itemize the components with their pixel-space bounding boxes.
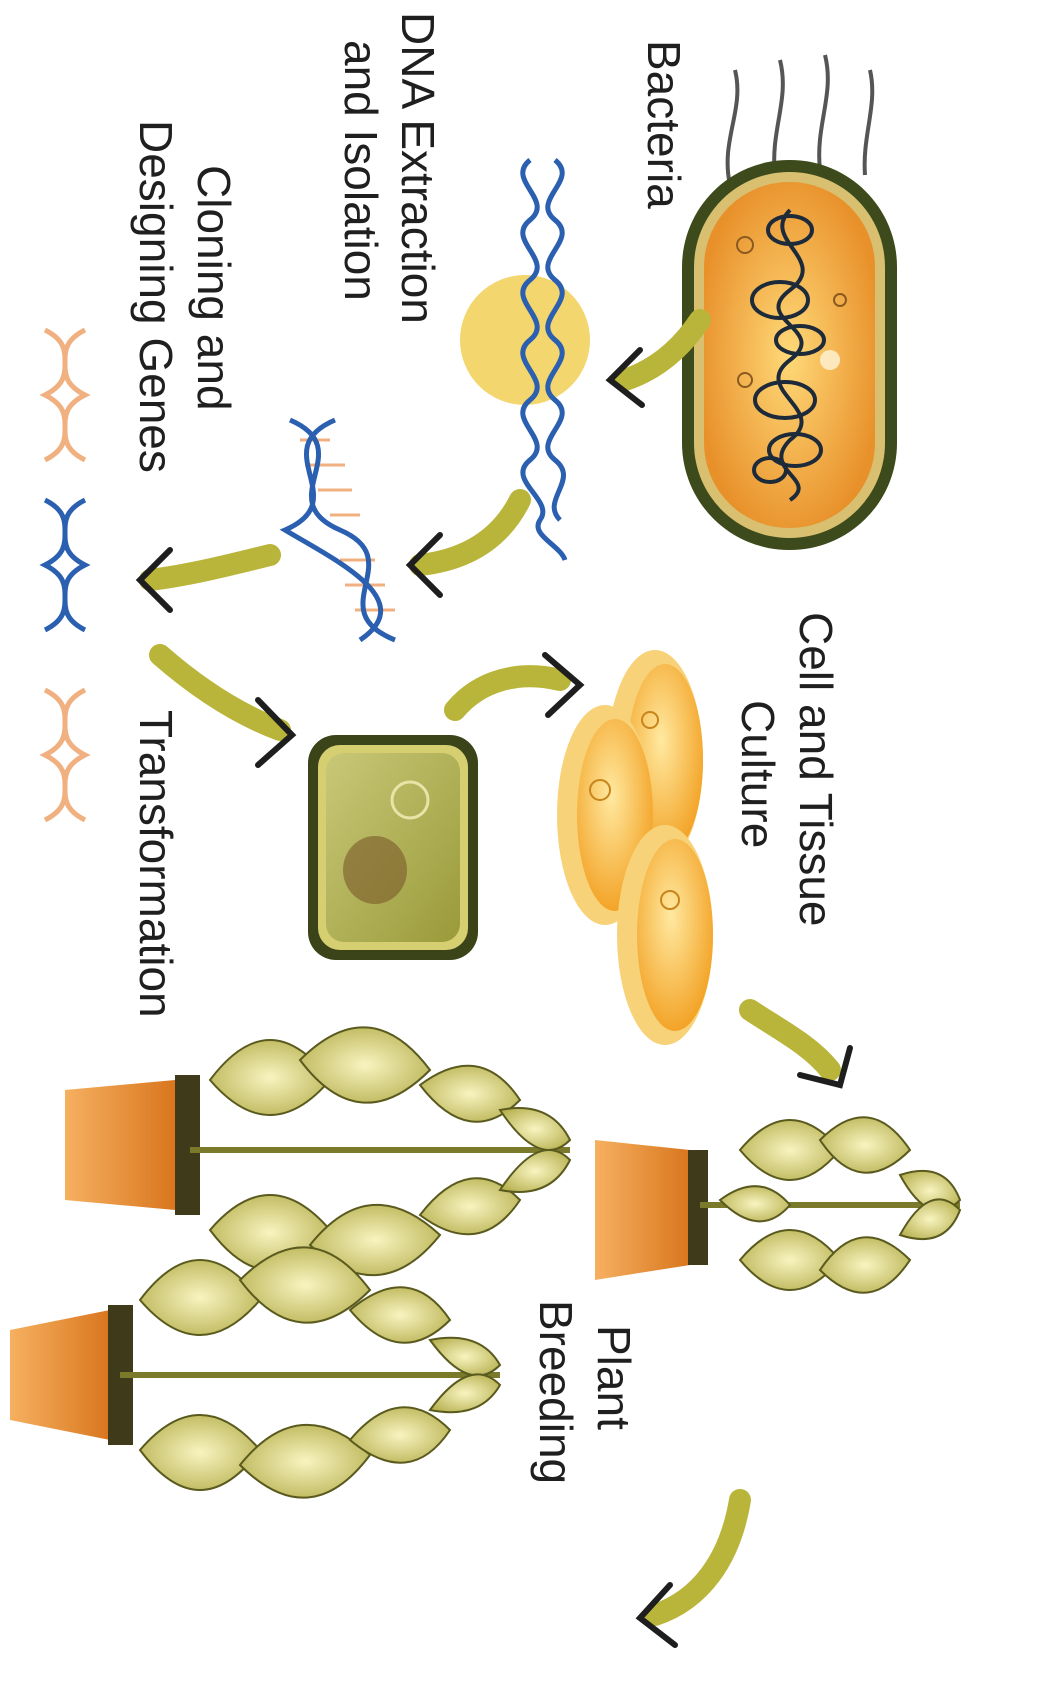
label-cell-tissue-culture: Cell and Tissue Culture [732,612,842,927]
dna-double-helix [285,420,395,640]
label-bacteria: Bacteria [638,40,690,209]
gene-strand-orange-2 [45,690,85,820]
arrow-dna-to-helix [410,500,520,595]
cloned-gene-strands [45,330,85,820]
svg-text:Transformation: Transformation [130,710,182,1018]
svg-text:Plant: Plant [588,1325,640,1430]
arrow-helix-to-genes [140,550,270,610]
label-dna-extraction: DNA Extraction and Isolation [335,12,444,324]
svg-text:Designing Genes: Designing Genes [130,120,182,473]
arrow-cell-to-culture [455,655,580,715]
svg-text:Cloning and: Cloning and [188,165,240,411]
label-plant-breeding: Plant Breeding [530,1300,640,1484]
gene-strand-blue [45,500,85,630]
label-transformation: Transformation [130,710,182,1018]
svg-text:Bacteria: Bacteria [638,40,690,209]
potted-plant-large-2 [10,1247,500,1497]
potted-plant-small [595,1117,960,1292]
potted-plant-large-1 [65,1027,570,1275]
arrow-culture-to-plant [750,1010,850,1085]
svg-text:and Isolation: and Isolation [335,40,387,301]
arrow-breeding-next [640,1500,740,1645]
svg-text:Culture: Culture [732,700,784,848]
culture-dishes [557,650,713,1045]
svg-text:Breeding: Breeding [530,1300,582,1484]
svg-text:Cell and Tissue: Cell and Tissue [790,612,842,927]
transformed-plant-cell [308,735,478,960]
label-cloning-genes: Cloning and Designing Genes [130,120,240,473]
svg-text:DNA Extraction: DNA Extraction [392,12,444,324]
bacterium-illustration [682,55,897,550]
gene-strand-orange-1 [45,330,85,460]
